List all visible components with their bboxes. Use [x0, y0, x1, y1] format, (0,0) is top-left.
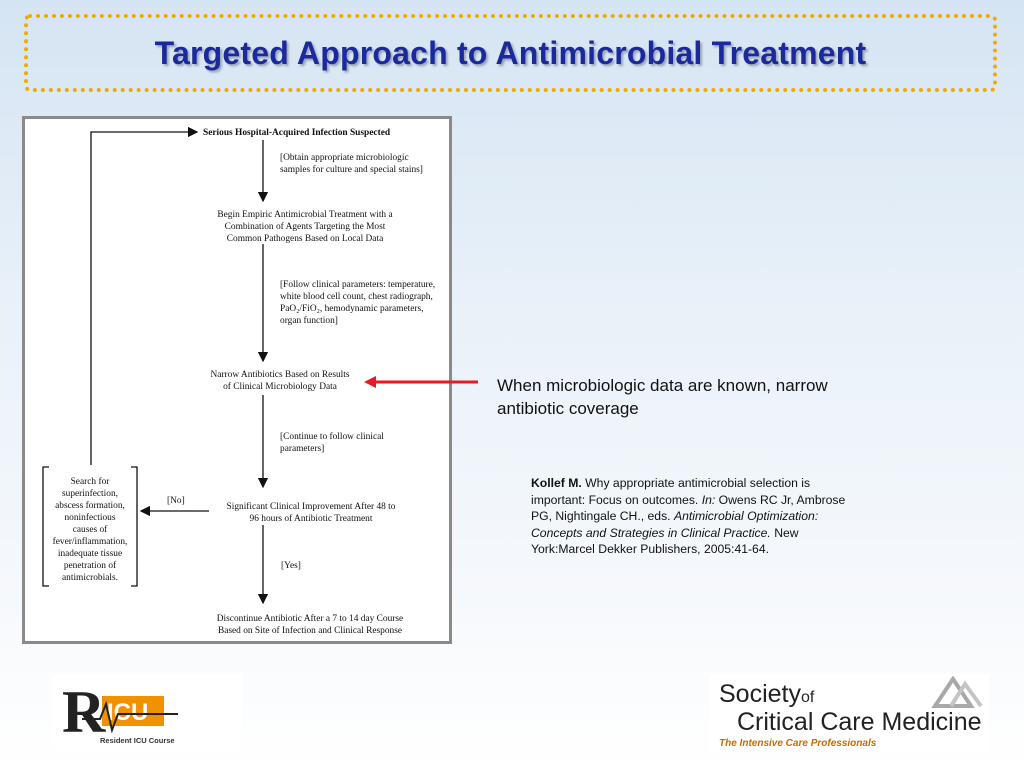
note-follow-parameters: [Follow clinical parameters: temperature…: [280, 280, 436, 326]
slide-title: Targeted Approach to Antimicrobial Treat…: [154, 34, 867, 71]
citation-title: Why appropriate antimicrobial selection …: [531, 476, 811, 507]
sccm-name: Critical Care Medicine: [737, 708, 982, 736]
red-pointer-arrow: [364, 376, 478, 388]
flowchart-connectors: [42, 126, 269, 605]
ricu-subtitle: Resident ICU Course: [100, 736, 175, 745]
sccm-society: Societyof: [719, 680, 815, 708]
label-yes: [Yes]: [281, 561, 301, 571]
flowchart: Serious Hospital-Acquired Infection Susp…: [22, 116, 452, 644]
title-banner: Targeted Approach to Antimicrobial Treat…: [24, 14, 997, 92]
sccm-triangle-icon: [931, 676, 983, 708]
citation-in-label: In:: [701, 492, 716, 507]
ricu-icu-text: ICU: [107, 699, 148, 726]
citation-editors: Owens RC Jr, Ambrose PG, Nightingale CH.…: [531, 492, 846, 524]
citation-book: Antimicrobial Optimization: Concepts and…: [531, 509, 819, 540]
sccm-tagline: The Intensive Care Professionals: [719, 738, 877, 749]
annotation-text: When microbiologic data are known, narro…: [497, 376, 828, 418]
sccm-logo: Societyof Critical Care Medicine The Int…: [709, 674, 989, 752]
search-box-bracket-right: [131, 466, 138, 587]
svg-text:R: R: [62, 679, 106, 745]
label-no: [No]: [167, 496, 185, 506]
node-search-superinfection: Search for superinfection, abscess forma…: [52, 477, 128, 583]
node-discontinue: Discontinue Antibiotic After a 7 to 14 d…: [216, 614, 404, 636]
node-infection-suspected: Serious Hospital-Acquired Infection Susp…: [203, 128, 391, 138]
citation: Kollef M. Why appropriate antimicrobial …: [531, 475, 861, 558]
ricu-logo-mark: R ICU: [62, 679, 178, 745]
node-clinical-improvement: Significant Clinical Improvement After 4…: [226, 502, 396, 524]
note-continue-follow: [Continue to follow clinical parameters]: [280, 432, 384, 454]
citation-author: Kollef M.: [531, 476, 582, 490]
node-narrow-antibiotics: Narrow Antibiotics Based on Results of C…: [210, 370, 350, 392]
search-box-bracket-left: [42, 466, 49, 587]
node-begin-empiric: Begin Empiric Antimicrobial Treatment wi…: [217, 210, 393, 244]
feedback-loop: [90, 126, 199, 465]
note-obtain-samples: [Obtain appropriate microbiologic sample…: [280, 153, 423, 175]
ricu-logo: R ICU Resident ICU Course: [52, 674, 242, 750]
citation-publisher: New York:Marcel Dekker Publishers, 2005:…: [531, 525, 799, 557]
